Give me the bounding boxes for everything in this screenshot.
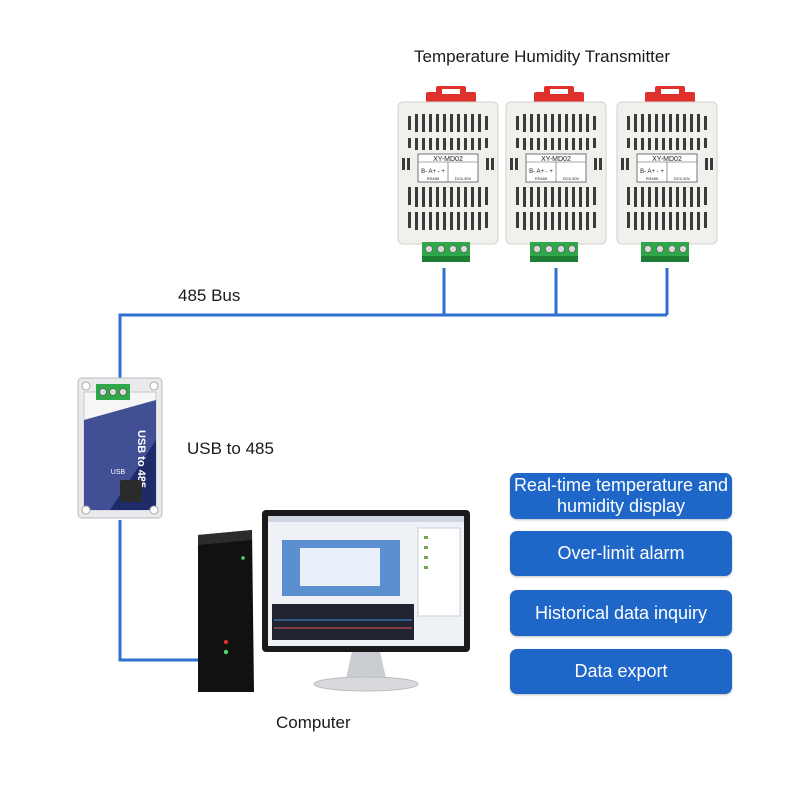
bus-main-wire	[118, 313, 667, 378]
transmitter-3-power: DC5-30V	[674, 176, 691, 181]
transmitter-2-power: DC5-30V	[563, 176, 580, 181]
converter-label: USB to 485	[187, 439, 274, 458]
feature-over-limit-alarm: Over-limit alarm	[510, 531, 732, 576]
transmitter-1-model: XY-MD02	[433, 156, 463, 163]
transmitter-2: XY-MD02 B- A+ - + RS485 DC5-30V	[505, 85, 607, 263]
computer-label: Computer	[276, 713, 351, 732]
transmitter-2-model: XY-MD02	[541, 156, 571, 163]
transmitter-1: XY-MD02 B- A+ - + RS485 DC5-30V	[397, 85, 499, 263]
transmitter-3-terminals: B- A+ - +	[640, 169, 664, 175]
converter-body-text: USB to 485	[135, 430, 147, 488]
transmitter-title: Temperature Humidity Transmitter	[414, 47, 671, 66]
transmitter-1-terminals: B- A+ - +	[421, 169, 445, 175]
bus-label: 485 Bus	[178, 286, 241, 305]
feature-historical-inquiry: Historical data inquiry	[510, 590, 732, 636]
transmitter-1-rs485: RS485	[427, 176, 440, 181]
pc-tower	[198, 530, 254, 692]
usb-port-label: USB	[111, 469, 126, 476]
usb-cable	[118, 520, 198, 662]
transmitter-3-model: XY-MD02	[652, 156, 682, 163]
transmitter-1-power: DC5-30V	[455, 176, 472, 181]
transmitter-3-rs485: RS485	[646, 176, 659, 181]
bus-wires	[118, 268, 669, 662]
monitor	[262, 510, 470, 692]
feature-data-export: Data export	[510, 649, 732, 694]
transmitter-2-rs485: RS485	[535, 176, 548, 181]
usb-485-converter: USB to 485 USB	[77, 377, 163, 519]
transmitter-3: XY-MD02 B- A+ - + RS485 DC5-30V	[616, 85, 718, 263]
usb-port	[120, 480, 142, 502]
feature-realtime-display: Real-time temperature and humidity displ…	[510, 473, 732, 519]
transmitter-2-terminals: B- A+ - +	[529, 169, 553, 175]
